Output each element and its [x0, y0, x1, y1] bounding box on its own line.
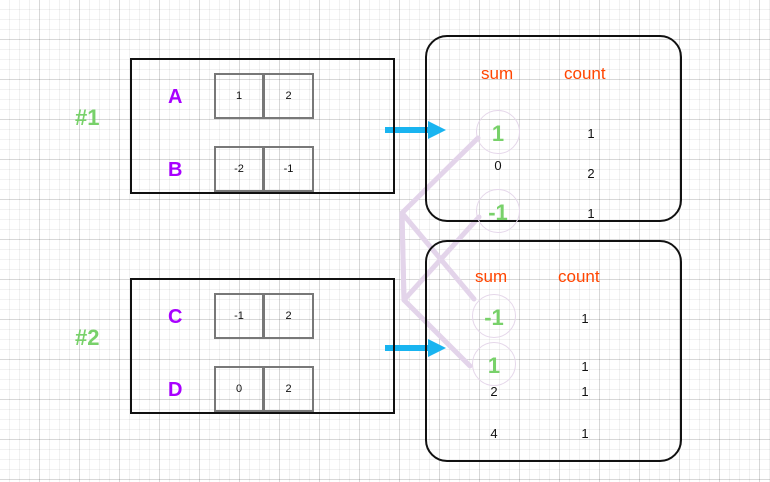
partition-2-cell-C-0: -1 [214, 293, 264, 339]
partition-2-cell-D-0: 0 [214, 366, 264, 412]
agg-1-header-sum: sum [481, 64, 514, 83]
agg-1-count-1: 2 [587, 166, 595, 181]
partition-2-row-D-cells: 0 2 [214, 366, 314, 412]
agg-2-sum-0: -1 [484, 305, 504, 330]
partition-2-row-C-cells: -1 2 [214, 293, 314, 339]
agg-2-count-3: 1 [581, 426, 589, 441]
partition-2-cell-C-1: 2 [264, 293, 314, 339]
agg-2-header-sum: sum [475, 267, 508, 286]
aggregate-box-1: sum count 1 1 0 2 -1 1 [425, 35, 682, 233]
agg-1-sum-2: -1 [488, 200, 508, 225]
agg-1-header-count: count [564, 64, 606, 83]
partition-1-cell-A-1: 2 [264, 73, 314, 119]
agg-1-count-0: 1 [587, 126, 595, 141]
agg-2-header-count: count [558, 267, 600, 286]
agg-2-highlight-circle-0 [472, 294, 516, 338]
partition-label-1: #1 [75, 105, 100, 130]
partition-1-cell-A-0: 1 [214, 73, 264, 119]
agg-2-sum-3: 4 [490, 426, 498, 441]
partition-1-row-label-A: A [168, 86, 183, 108]
agg-2-count-2: 1 [581, 384, 589, 399]
agg-1-highlight-circle-0 [476, 110, 520, 154]
agg-1-count-2: 1 [587, 206, 595, 221]
agg-2-count-1: 1 [581, 359, 589, 374]
partition-1-row-label-B: B [168, 159, 183, 181]
agg-2-sum-1: 1 [487, 353, 501, 378]
agg-2-count-0: 1 [581, 311, 589, 326]
agg-1-sum-0: 1 [491, 121, 505, 146]
partition-1-cell-B-0: -2 [214, 146, 264, 192]
agg-1-sum-1: 0 [494, 158, 502, 173]
partition-box-1: A 1 2 B -2 -1 [130, 58, 395, 194]
partition-1-row-A-cells: 1 2 [214, 73, 314, 119]
partition-1-row-B-cells: -2 -1 [214, 146, 314, 192]
agg-2-highlight-circle-1 [472, 342, 516, 386]
partition-box-2: C -1 2 D 0 2 [130, 278, 395, 414]
partition-2-cell-D-1: 2 [264, 366, 314, 412]
partition-1-cell-B-1: -1 [264, 146, 314, 192]
agg-1-highlight-circle-2 [476, 189, 520, 233]
partition-2-row-label-C: C [168, 306, 183, 328]
partition-label-2: #2 [75, 325, 100, 350]
aggregate-box-2: sum count -1 1 1 1 2 1 4 1 [425, 240, 682, 462]
agg-2-sum-2: 2 [490, 384, 498, 399]
partition-2-row-label-D: D [168, 379, 183, 401]
